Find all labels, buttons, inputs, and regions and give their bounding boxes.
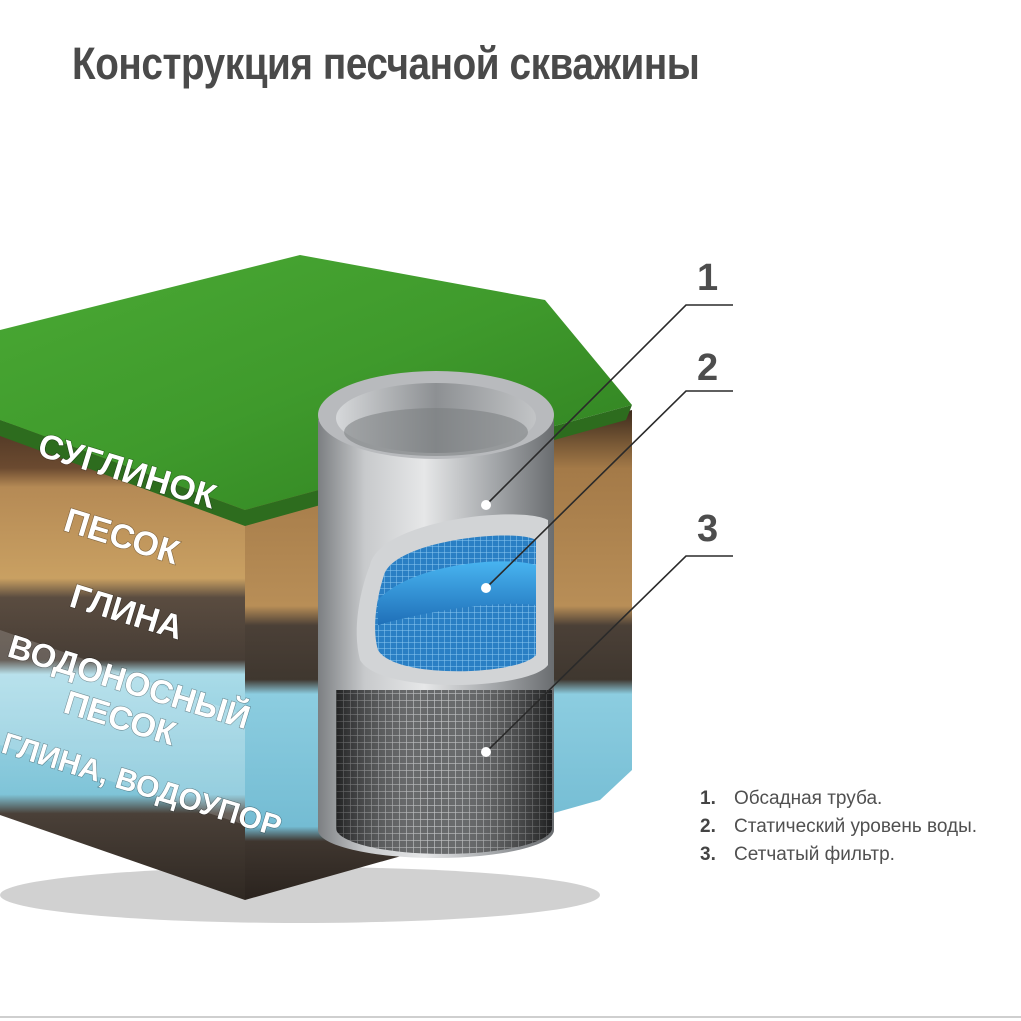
callout-number-1: 1: [697, 257, 718, 299]
callout-leader-2: [485, 390, 733, 589]
callout-dot-2: [481, 583, 491, 593]
bottom-divider: [0, 1016, 1021, 1018]
legend-text: Обсадная труба.: [734, 788, 883, 809]
callout-number-3: 3: [697, 508, 718, 550]
grass-fringe: [0, 405, 632, 526]
page-title: Конструкция песчаной скважины: [72, 38, 700, 89]
legend-text: Сетчатый фильтр.: [734, 844, 895, 865]
ground-shadow: [0, 867, 600, 923]
soil-front-face: [0, 420, 245, 900]
legend-item-3: 3. Сетчатый фильтр.: [700, 841, 1021, 869]
legend-item-2: 2. Статический уровень воды.: [700, 813, 1021, 841]
callout-leader-3: [485, 555, 733, 753]
legend: 1. Обсадная труба. 2. Статический уровень …: [700, 785, 1021, 869]
legend-num: 1.: [700, 788, 716, 809]
cutaway-window: [356, 514, 548, 685]
callout-leaders: [485, 304, 733, 753]
legend-num: 3.: [700, 844, 716, 865]
callout-dot-1: [481, 500, 491, 510]
callout-leader-1: [485, 304, 733, 506]
aquifer-highlight: [0, 630, 245, 825]
callout-dot-3: [481, 747, 491, 757]
legend-item-1: 1. Обсадная труба.: [700, 785, 1021, 813]
callout-number-2: 2: [697, 347, 718, 389]
legend-text: Статический уровень воды.: [734, 816, 978, 837]
legend-num: 2.: [700, 816, 716, 837]
